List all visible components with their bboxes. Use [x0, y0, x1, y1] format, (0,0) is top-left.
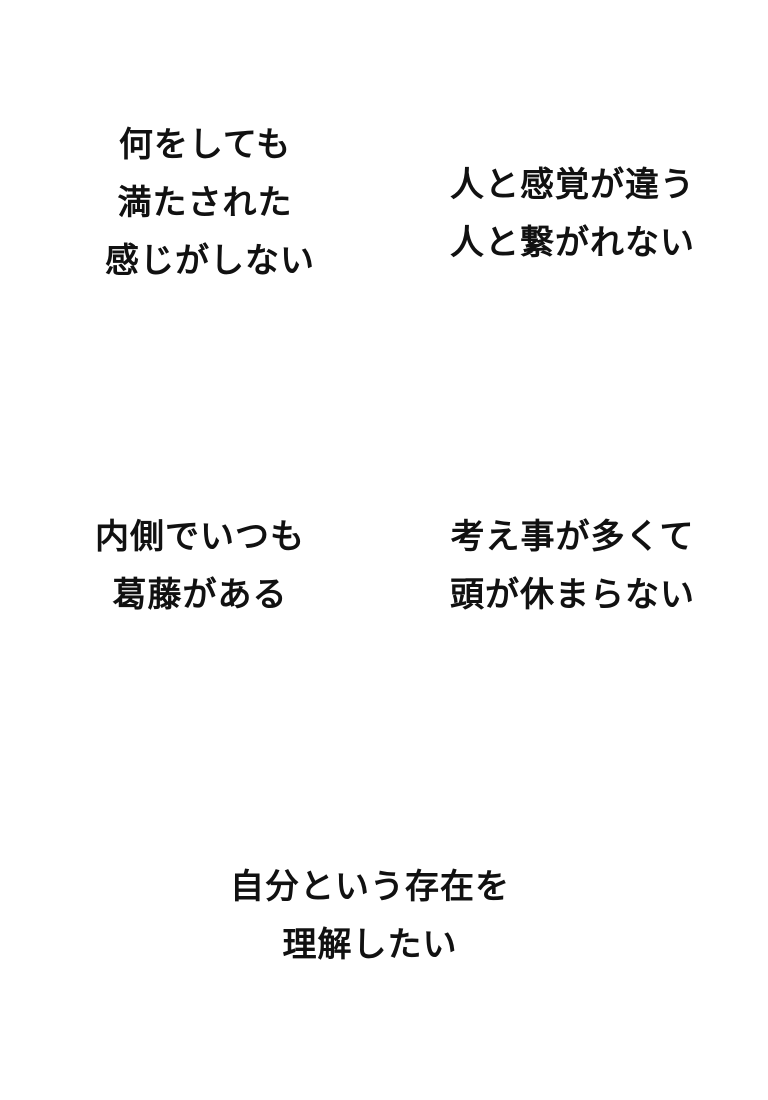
text-block-unfulfilled: 何をしても 満たされた 感じがしない: [105, 116, 315, 290]
text-line: 何をしても: [118, 125, 292, 165]
text-line: 理解したい: [282, 925, 458, 965]
text-block-self-understanding: 自分という存在を 理解したい: [220, 858, 520, 974]
text-line: 人と繋がれない: [450, 223, 695, 263]
text-block-overthinking: 考え事が多くて 頭が休まらない: [440, 508, 705, 624]
text-line: 考え事が多くて: [450, 517, 695, 557]
text-line: 葛藤がある: [112, 575, 288, 615]
text-block-inner-conflict: 内側でいつも 葛藤がある: [80, 508, 320, 624]
text-line: 内側でいつも: [95, 517, 305, 557]
text-line: 人と感覚が違う: [450, 165, 695, 205]
text-line: 頭が休まらない: [450, 575, 695, 615]
text-line: 満たされた: [117, 183, 293, 223]
text-block-disconnected: 人と感覚が違う 人と繋がれない: [440, 156, 705, 272]
text-line: 自分という存在を: [230, 867, 510, 907]
text-line: 感じがしない: [105, 241, 315, 281]
